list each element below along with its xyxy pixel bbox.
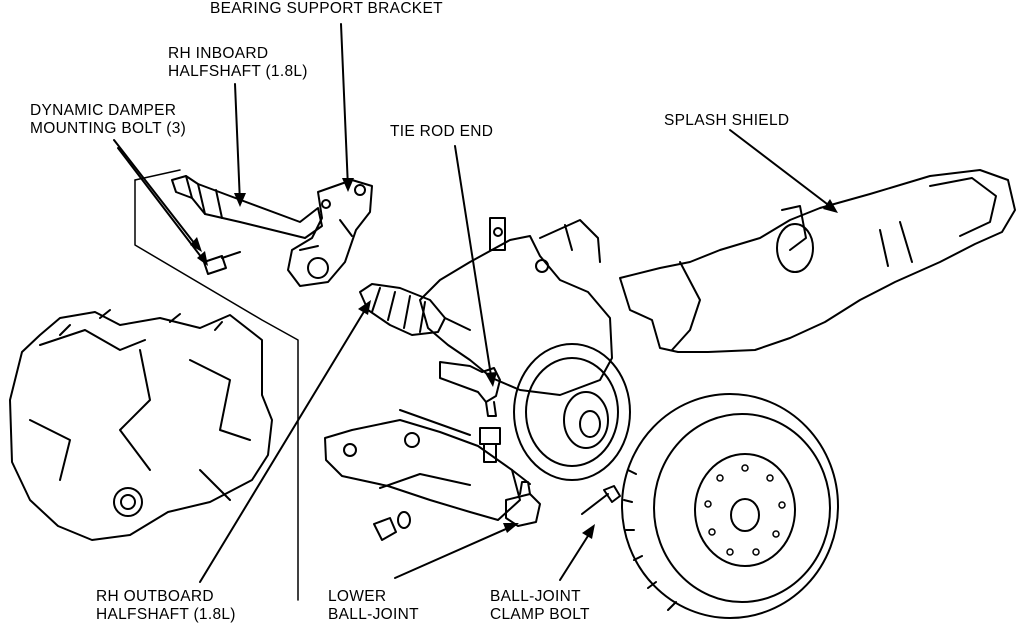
label-line-2: CLAMP BOLT bbox=[490, 606, 590, 623]
transaxle bbox=[9, 309, 273, 541]
leader-lines bbox=[113, 23, 836, 583]
label-line-1: LOWER bbox=[328, 588, 387, 605]
label-line-1: BALL-JOINT bbox=[490, 588, 581, 605]
label-line-2: HALFSHAFT (1.8L) bbox=[96, 606, 236, 623]
label-line-2: MOUNTING BOLT (3) bbox=[30, 120, 187, 137]
wheel-lug-holes bbox=[704, 464, 786, 556]
rh-inboard-halfshaft bbox=[171, 175, 323, 239]
steering-knuckle-assembly bbox=[419, 217, 613, 396]
damper-mounting-bolt bbox=[203, 251, 241, 275]
tie-rod-end bbox=[439, 361, 501, 417]
label-text: BEARING SUPPORT BRACKET bbox=[210, 0, 443, 17]
label-line-1: RH INBOARD bbox=[168, 45, 269, 62]
brake-rotor bbox=[513, 343, 631, 481]
lower-ball-joint-stud bbox=[479, 427, 501, 463]
ball-joint-clamp-bolt bbox=[581, 485, 621, 515]
label-line-1: RH OUTBOARD bbox=[96, 588, 214, 605]
nut-and-washer bbox=[373, 511, 411, 541]
label-splash-shield: SPLASH SHIELD bbox=[664, 112, 789, 130]
bearing-support-bracket bbox=[287, 179, 373, 287]
label-rh-outboard-halfshaft: RH OUTBOARD HALFSHAFT (1.8L) bbox=[96, 588, 236, 624]
arrowheads bbox=[190, 178, 838, 539]
label-line-2: BALL-JOINT bbox=[328, 606, 419, 623]
label-line-1: DYNAMIC DAMPER bbox=[30, 102, 177, 119]
label-lower-ball-joint: LOWER BALL-JOINT bbox=[328, 588, 419, 624]
tire-and-wheel bbox=[621, 393, 839, 619]
label-dynamic-damper-bolt: DYNAMIC DAMPER MOUNTING BOLT (3) bbox=[30, 102, 186, 138]
label-text: TIE ROD END bbox=[390, 123, 494, 140]
label-line-2: HALFSHAFT (1.8L) bbox=[168, 63, 308, 80]
label-rh-inboard-halfshaft: RH INBOARD HALFSHAFT (1.8L) bbox=[168, 45, 308, 81]
splash-shield bbox=[619, 169, 1016, 353]
lower-control-arm bbox=[324, 409, 531, 521]
rh-outboard-halfshaft bbox=[359, 283, 471, 336]
lower-ball-joint bbox=[505, 481, 541, 527]
label-ball-joint-clamp-bolt: BALL-JOINT CLAMP BOLT bbox=[490, 588, 590, 624]
label-tie-rod-end: TIE ROD END bbox=[390, 123, 493, 141]
exploded-view-outline bbox=[134, 169, 299, 601]
label-bearing-support-bracket: BEARING SUPPORT BRACKET bbox=[210, 0, 443, 18]
label-text: SPLASH SHIELD bbox=[664, 112, 790, 129]
